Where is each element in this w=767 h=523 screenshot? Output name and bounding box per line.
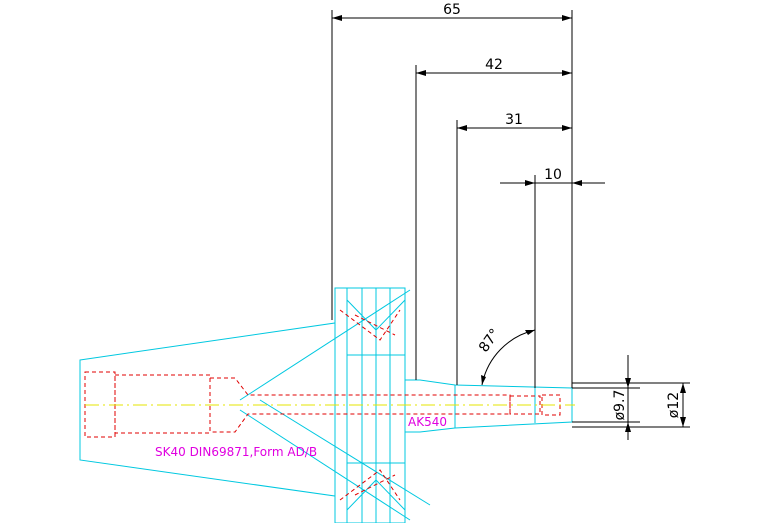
dimension-lines bbox=[331, 10, 690, 440]
dim-65: 65 bbox=[443, 2, 461, 18]
label-collet: AK540 bbox=[408, 415, 447, 429]
dim-dia-12: ø12 bbox=[666, 392, 682, 418]
label-holder-spec: SK40 DIN69871,Form AD/B bbox=[155, 445, 317, 459]
dim-42: 42 bbox=[485, 57, 503, 73]
dim-31: 31 bbox=[505, 112, 523, 128]
dim-dia-9-7: ø9.7 bbox=[612, 390, 628, 421]
dim-10: 10 bbox=[544, 167, 562, 183]
